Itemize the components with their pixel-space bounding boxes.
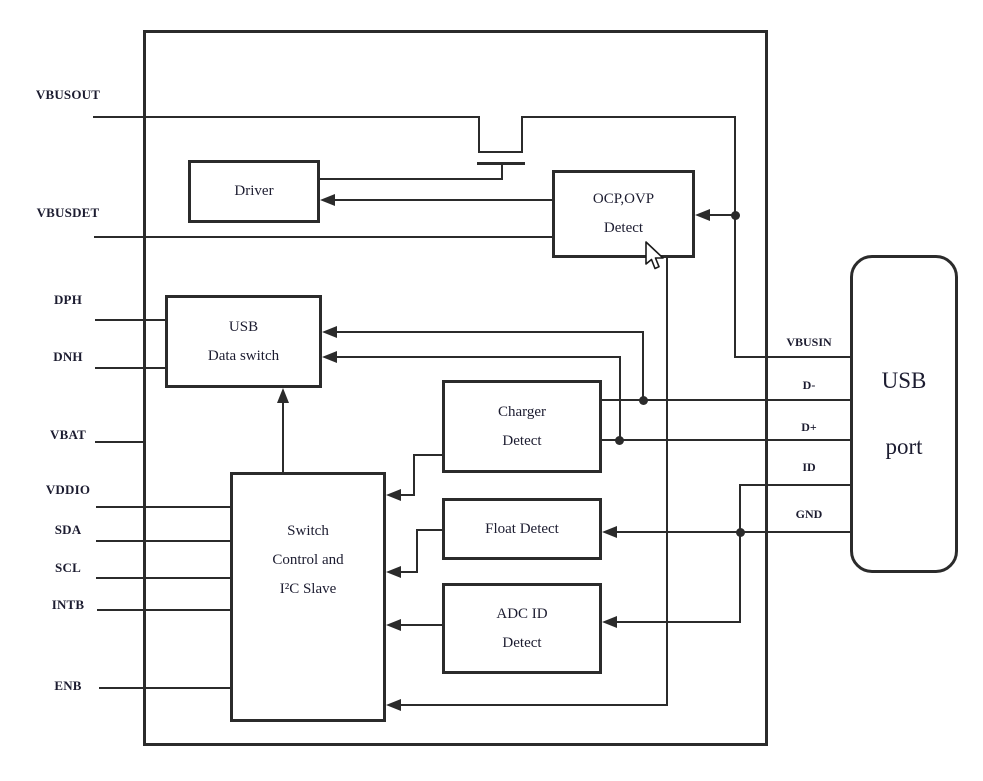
- wire-dplus-pin: [602, 439, 850, 441]
- wire-float-out-c: [399, 571, 418, 573]
- pin-label-enb: ENB: [54, 678, 82, 693]
- arrowhead-into-dataswitch-2: [322, 351, 337, 363]
- wire-switch-to-dataswitch: [282, 401, 284, 472]
- usb-data-switch-label-line2: Data switch: [207, 347, 280, 364]
- pin-label-vddio: VDDIO: [45, 482, 91, 497]
- wire-ocp-to-driver: [334, 199, 552, 201]
- charger-detect-block: Charger Detect: [442, 380, 602, 473]
- pin-label-dplus: D+: [801, 420, 817, 434]
- usb-data-switch-label-line1: USB: [228, 318, 259, 335]
- pin-label-intb: INTB: [51, 597, 85, 612]
- wire-dplus-riser: [619, 356, 621, 441]
- wire-id-drop: [739, 484, 741, 623]
- junction-dot-id-gnd: [736, 528, 745, 537]
- wire-vbat: [95, 441, 145, 443]
- junction-dot-dplus: [615, 436, 624, 445]
- wire-vbusdet: [94, 236, 553, 238]
- wire-dph: [95, 319, 166, 321]
- mosfet-drain: [478, 116, 480, 153]
- wire-driver-to-gate: [320, 178, 503, 180]
- wire-intb: [97, 609, 231, 611]
- wire-dminus-riser: [642, 331, 644, 401]
- wire-float-out-a: [416, 529, 443, 531]
- arrowhead-into-dataswitch-bottom: [277, 388, 289, 403]
- float-detect-block: Float Detect: [442, 498, 602, 560]
- wire-vddio: [96, 506, 231, 508]
- pin-label-dminus: D-: [802, 378, 816, 392]
- usb-port-label-line1: USB: [881, 368, 927, 393]
- mosfet-source: [521, 116, 523, 153]
- pin-label-dnh: DNH: [53, 349, 83, 364]
- arrowhead-into-float-detect: [602, 526, 617, 538]
- pin-label-id: ID: [802, 460, 816, 474]
- arrowhead-charger-into-switch: [386, 489, 401, 501]
- pin-label-gnd: GND: [795, 507, 823, 521]
- junction-dot-dminus: [639, 396, 648, 405]
- switch-control-label-line3: I²C Slave: [279, 581, 337, 597]
- wire-dminus-pin: [602, 399, 850, 401]
- wire-sda: [96, 540, 231, 542]
- usb-port-label-line2: port: [885, 434, 923, 459]
- arrowhead-into-dataswitch-1: [322, 326, 337, 338]
- wire-dminus-to-dataswitch: [335, 331, 644, 333]
- pin-label-vbusout: VBUSOUT: [35, 87, 101, 102]
- pin-label-vbusdet: VBUSDET: [36, 205, 100, 220]
- wire-id-pin: [739, 484, 850, 486]
- arrowhead-into-adc-detect: [602, 616, 617, 628]
- charger-detect-label-line1: Charger: [497, 403, 547, 420]
- wire-ocp-to-switch: [399, 704, 668, 706]
- switch-control-label-line1: Switch: [287, 523, 329, 539]
- arrowhead-into-ocp: [695, 209, 710, 221]
- mouse-cursor-icon: [645, 241, 664, 270]
- wire-vbus-to-ocp: [708, 214, 736, 216]
- wire-enb: [99, 687, 231, 689]
- arrowhead-adc-into-switch: [386, 619, 401, 631]
- wire-float-out-b: [416, 529, 418, 573]
- wire-dnh: [95, 367, 166, 369]
- usb-data-switch-block: USB Data switch: [165, 295, 322, 388]
- adc-id-detect-label-line2: Detect: [502, 634, 542, 651]
- arrowhead-into-driver: [320, 194, 335, 206]
- switch-control-label-line2: Control and: [272, 552, 344, 568]
- adc-id-detect-block: ADC ID Detect: [442, 583, 602, 674]
- mosfet-gate-stem: [501, 164, 503, 180]
- wire-id-to-adc: [616, 621, 741, 623]
- wire-charger-out-c: [399, 494, 415, 496]
- pin-label-sda: SDA: [54, 522, 82, 537]
- pin-label-scl: SCL: [55, 560, 81, 575]
- wire-vbus-top: [522, 116, 736, 118]
- wire-vbusin-drop: [734, 116, 736, 358]
- pin-label-vbusin: VBUSIN: [786, 335, 832, 349]
- driver-label: Driver: [234, 183, 274, 199]
- wire-adc-out: [399, 624, 443, 626]
- mosfet-channel: [478, 151, 523, 153]
- ocp-ovp-detect-block: OCP,OVP Detect: [552, 170, 695, 258]
- chip-boundary-box: [143, 30, 768, 746]
- junction-dot-vbus-ocp: [731, 211, 740, 220]
- wire-ocp-down: [666, 258, 668, 706]
- wire-scl: [96, 577, 231, 579]
- wire-charger-out-a: [413, 454, 443, 456]
- adc-id-detect-label-line1: ADC ID: [496, 605, 548, 622]
- wire-vbusout: [93, 116, 480, 118]
- driver-block: Driver: [188, 160, 320, 223]
- pin-label-dph: DPH: [53, 292, 83, 307]
- ocp-ovp-label-line1: OCP,OVP: [592, 191, 655, 207]
- arrowhead-float-into-switch: [386, 566, 401, 578]
- mosfet-gate-bar: [477, 162, 525, 165]
- charger-detect-label-line2: Detect: [502, 432, 542, 449]
- wire-dplus-to-dataswitch: [335, 356, 621, 358]
- ocp-ovp-label-line2: Detect: [603, 220, 644, 236]
- arrowhead-ocp-into-switch: [386, 699, 401, 711]
- wire-gnd-float: [616, 531, 850, 533]
- switch-control-block: Switch Control and I²C Slave: [230, 472, 386, 722]
- usb-port-block: USB port: [850, 255, 958, 573]
- pin-label-vbat: VBAT: [50, 427, 86, 442]
- wire-charger-out-b: [413, 454, 415, 496]
- wire-vbusin-pin: [734, 356, 850, 358]
- float-detect-label: Float Detect: [485, 520, 559, 537]
